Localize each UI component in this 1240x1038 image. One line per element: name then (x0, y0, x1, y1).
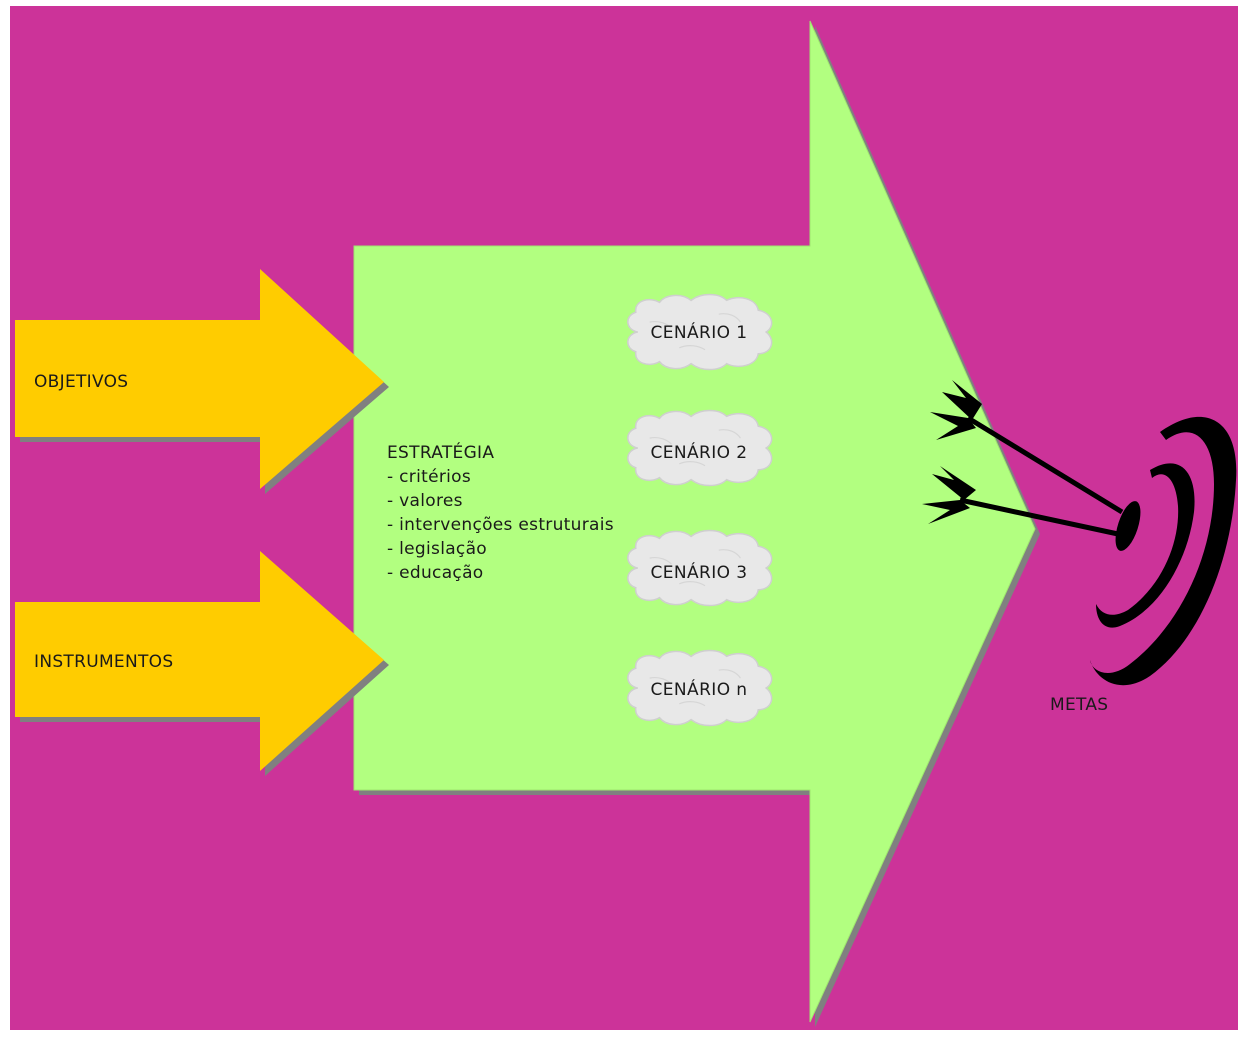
scenario-cloud-3: CENÁRIO 3 (627, 529, 773, 607)
strategy-item: - educação (387, 563, 484, 583)
scenario-cloud-1: CENÁRIO 1 (627, 293, 773, 371)
strategy-item: - intervenções estruturais (387, 515, 614, 535)
metas-label: METAS (1050, 695, 1108, 715)
strategy-item: - legislação (387, 539, 487, 559)
scenario-cloud-2: CENÁRIO 2 (627, 409, 773, 487)
strategy-arrow (353, 20, 1036, 1023)
scenario-label: CENÁRIO n (651, 678, 748, 700)
strategy-item: - critérios (387, 467, 471, 487)
strategy-item: - valores (387, 491, 463, 511)
instrumentos-arrow (15, 551, 384, 771)
strategy-title: ESTRATÉGIA (387, 441, 494, 463)
scenario-cloud-n: CENÁRIO n (627, 649, 773, 727)
scenario-label: CENÁRIO 3 (651, 561, 748, 583)
target-with-darts-icon (922, 380, 1237, 686)
strategy-text-block: ESTRATÉGIA - critérios - valores - inter… (387, 441, 614, 583)
objetivos-label: OBJETIVOS (34, 372, 128, 392)
objetivos-arrow (15, 269, 384, 489)
scenario-label: CENÁRIO 1 (651, 321, 748, 343)
instrumentos-label: INSTRUMENTOS (34, 652, 173, 672)
scenario-label: CENÁRIO 2 (651, 441, 748, 463)
